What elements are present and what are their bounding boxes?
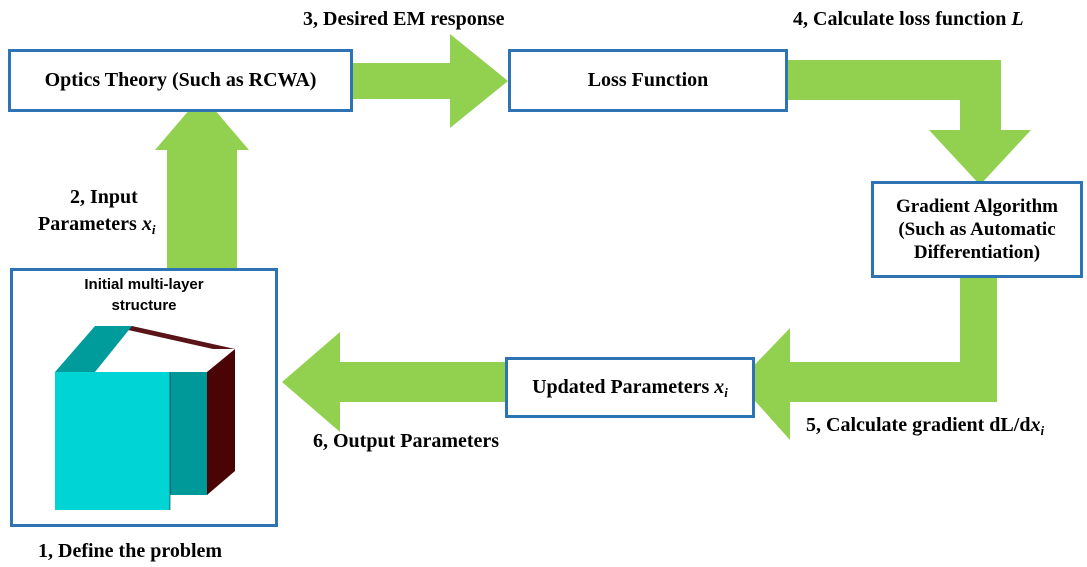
step-2-line1: 2, Input — [70, 186, 138, 208]
step-6-label: 6, Output Parameters — [313, 430, 500, 452]
optics-theory-label: Optics Theory (Such as RCWA) — [44, 69, 317, 91]
step-5-label: 5, Calculate gradient dL/dxi — [806, 414, 1045, 438]
step-2-line2: Parameters xi — [38, 213, 156, 237]
step-2-label: 2, Input Parameters xi — [38, 184, 155, 238]
cube-side-left-face — [170, 372, 207, 495]
gradient-line3: Differentiation) — [913, 242, 1041, 263]
cube-top-right-face — [110, 326, 235, 349]
initial-title-line1: Initial multi-layer — [84, 276, 204, 293]
gradient-line2: (Such as Automatic — [898, 219, 1056, 240]
multilayer-cube-image — [55, 326, 235, 510]
cube-front-face — [55, 372, 170, 510]
gradient-line1: Gradient Algorithm — [895, 196, 1059, 217]
arrow-calculate-gradient — [738, 278, 997, 440]
gradient-algorithm-box: Gradient Algorithm (Such as Automatic Di… — [871, 181, 1083, 278]
step-4-label: 4, Calculate loss function L — [793, 8, 1024, 30]
arrow-desired-em-response — [350, 34, 508, 128]
cube-top-left-face — [55, 326, 132, 372]
step-1-label: 1, Define the problem — [38, 540, 223, 562]
loss-function-label: Loss Function — [587, 69, 709, 91]
arrow-calculate-loss — [786, 60, 1031, 185]
step-3-label: 3, Desired EM response — [303, 8, 505, 30]
arrow-output-parameters — [282, 332, 505, 432]
initial-title-line2: structure — [111, 297, 177, 314]
initial-structure-box: Initial multi-layer structure — [10, 268, 278, 527]
updated-parameters-label: Updated Parameters xi — [532, 376, 728, 400]
arrow-input-parameters — [155, 95, 249, 270]
optics-theory-box: Optics Theory (Such as RCWA) — [8, 49, 353, 112]
updated-parameters-box: Updated Parameters xi — [505, 357, 755, 418]
cube-side-right-face — [207, 349, 235, 495]
initial-structure-title: Initial multi-layer structure — [13, 274, 275, 316]
loss-function-box: Loss Function — [508, 49, 788, 112]
